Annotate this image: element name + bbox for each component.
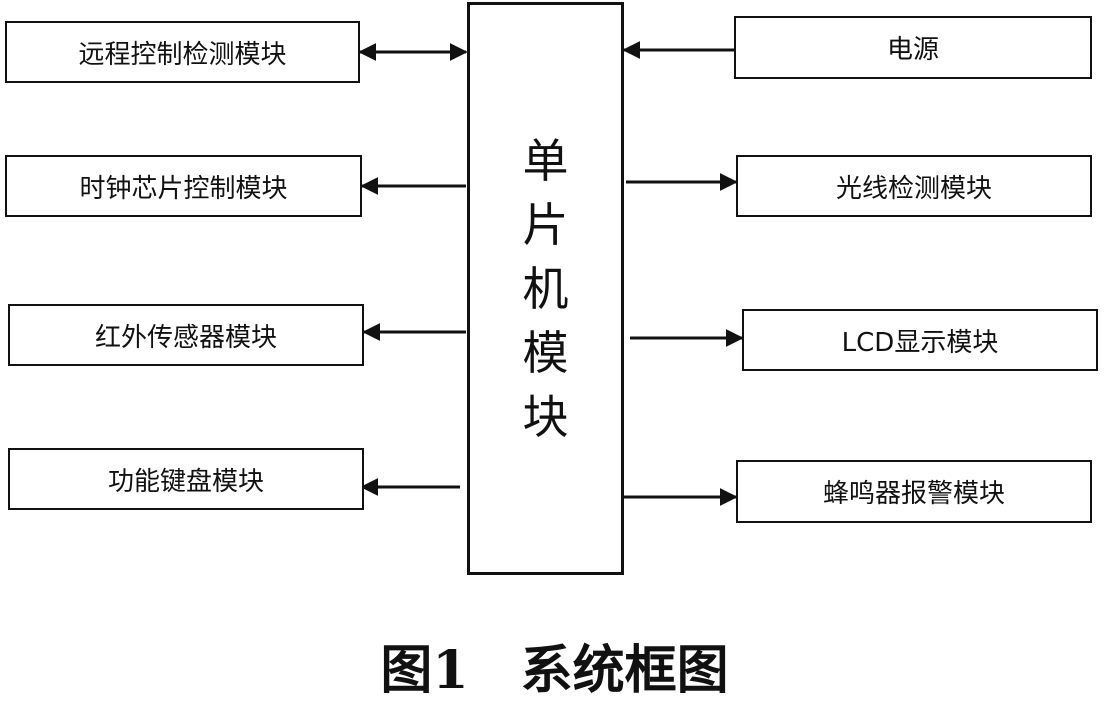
- mcu-char: 块: [522, 389, 569, 444]
- module-label: 功能键盘模块: [107, 466, 264, 497]
- keyboard-module-box: 功能键盘模块: [8, 448, 364, 510]
- remote-control-module-box: 远程控制检测模块: [5, 21, 360, 83]
- module-label: 时钟芯片控制模块: [79, 173, 288, 204]
- light-detect-module-box: 光线检测模块: [736, 155, 1092, 217]
- mcu-char: 机: [522, 261, 569, 316]
- module-label: 电源: [886, 35, 939, 65]
- module-label: 光线检测模块: [835, 173, 992, 204]
- module-label: 远程控制检测模块: [78, 39, 287, 70]
- mcu-char: 模: [522, 325, 569, 380]
- figure-caption: 图1 系统框图: [380, 640, 729, 701]
- module-label: 红外传感器模块: [94, 322, 277, 353]
- mcu-char: 片: [522, 197, 569, 252]
- mcu-char: 单: [522, 133, 569, 188]
- module-label: 蜂鸣器报警模块: [822, 479, 1005, 509]
- infrared-sensor-module-box: 红外传感器模块: [8, 304, 364, 366]
- module-label: LCD显示模块: [841, 327, 999, 358]
- lcd-module-box: LCD显示模块: [742, 309, 1098, 371]
- buzzer-module-box: 蜂鸣器报警模块: [736, 460, 1092, 523]
- clock-chip-module-box: 时钟芯片控制模块: [5, 155, 362, 217]
- mcu-module-box: 单 片 机 模 块: [467, 2, 624, 575]
- power-module-box: 电源: [734, 16, 1092, 79]
